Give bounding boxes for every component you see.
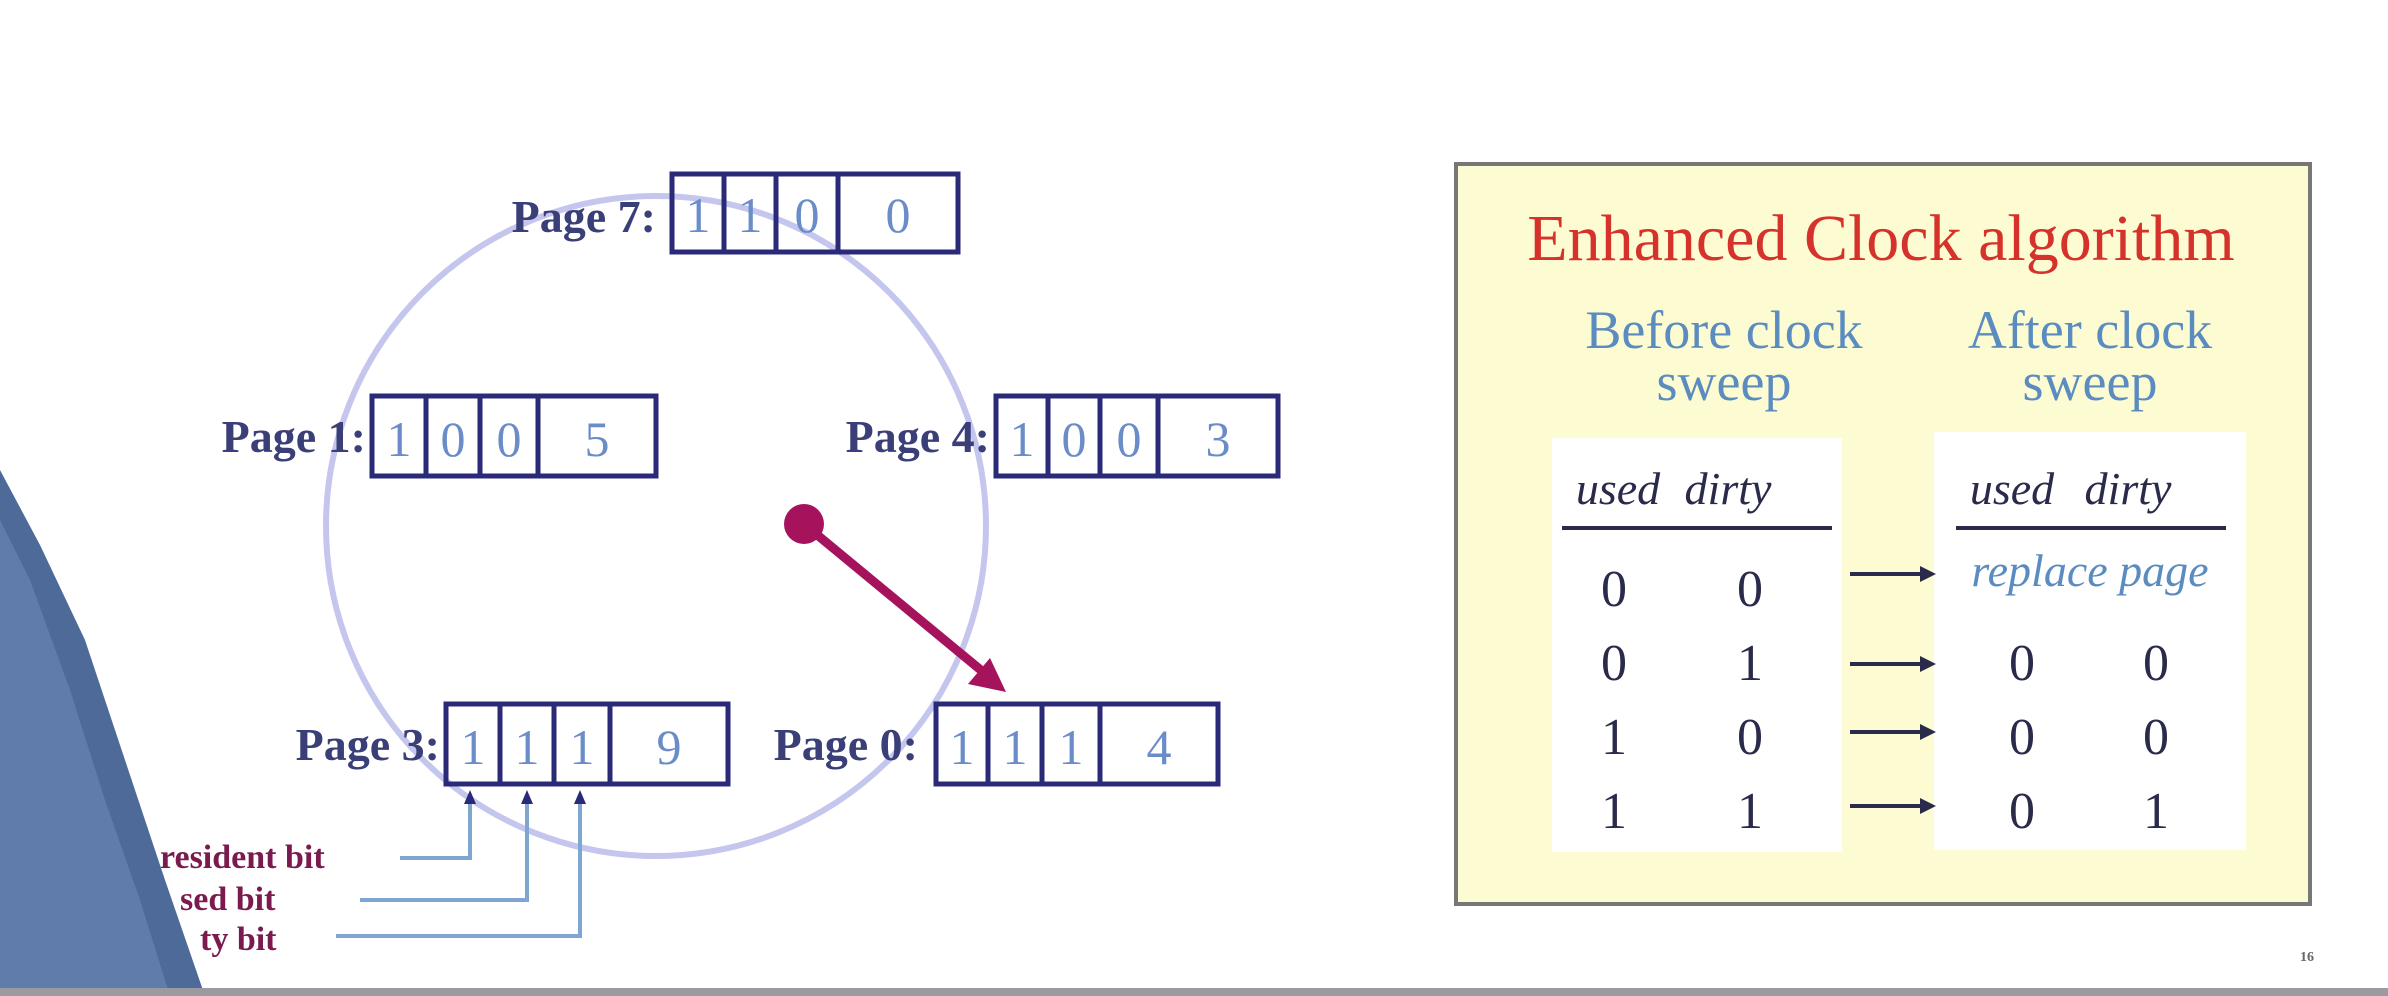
page-label-page-3: Page 3: xyxy=(296,719,440,770)
after-row-3-dirty: 0 xyxy=(2143,709,2169,766)
replace-page-label: replace page xyxy=(1971,545,2208,596)
page-label-page-4: Page 4: xyxy=(846,411,990,462)
before-row-4-dirty: 1 xyxy=(1737,783,1763,840)
before-row-1-dirty: 0 xyxy=(1737,561,1763,618)
before-row-3-used: 1 xyxy=(1601,709,1627,766)
page-entry-page-1: 1 0 0 5 xyxy=(369,393,659,479)
bit-legend-pointers xyxy=(336,796,582,938)
legend-dirty-bit: ty bit xyxy=(200,921,277,958)
page-bit-dirty: 0 xyxy=(795,187,820,243)
clock-ring xyxy=(323,193,989,859)
page-label-page-7: Page 7: xyxy=(512,191,656,242)
clock-hand xyxy=(784,504,1006,692)
after-row-2-used: 0 xyxy=(2009,635,2035,692)
background-shape-highlight xyxy=(0,520,170,996)
after-row-4-dirty: 1 xyxy=(2143,783,2169,840)
before-row-3-dirty: 0 xyxy=(1737,709,1763,766)
slide-page-number: 16 xyxy=(2300,950,2314,965)
after-heading-line-1: After clock xyxy=(1968,300,2212,360)
page-bit-resident: 1 xyxy=(387,411,412,467)
after-header-dirty: dirty xyxy=(2085,463,2172,514)
page-bit-used: 1 xyxy=(738,187,763,243)
page-bit-dirty: 0 xyxy=(497,411,522,467)
transition-arrows xyxy=(1850,566,1936,814)
page-label-page-0: Page 0: xyxy=(774,719,918,770)
before-row-4-used: 1 xyxy=(1601,783,1627,840)
after-table xyxy=(1934,432,2246,850)
page-bit-used: 1 xyxy=(1003,719,1028,775)
slide-bottom-rule xyxy=(0,988,2388,996)
before-row-2-dirty: 1 xyxy=(1737,635,1763,692)
before-header-used: used xyxy=(1576,463,1661,514)
page-frame-number: 9 xyxy=(657,719,682,775)
page-bit-resident: 1 xyxy=(1010,411,1035,467)
page-entry-page-3: 1 1 1 9 xyxy=(443,701,731,787)
page-bit-used: 0 xyxy=(1062,411,1087,467)
panel-title: Enhanced Clock algorithm xyxy=(1527,202,2234,275)
page-entry-page-0: 1 1 1 4 xyxy=(933,701,1221,787)
page-bit-resident: 1 xyxy=(686,187,711,243)
before-table xyxy=(1552,438,1842,852)
page-label-page-1: Page 1: xyxy=(222,411,366,462)
page-entry-page-4: 1 0 0 3 xyxy=(993,393,1281,479)
after-header-used: used xyxy=(1970,463,2055,514)
before-row-1-used: 0 xyxy=(1601,561,1627,618)
page-frame-number: 0 xyxy=(886,187,911,243)
page-entry-page-7: 1 1 0 0 xyxy=(669,171,961,255)
page-frame-number: 4 xyxy=(1147,719,1172,775)
before-header-dirty: dirty xyxy=(1685,463,1772,514)
legend-used-bit: sed bit xyxy=(180,881,276,918)
after-row-3-used: 0 xyxy=(2009,709,2035,766)
before-row-2-used: 0 xyxy=(1601,635,1627,692)
page-bit-dirty: 1 xyxy=(570,719,595,775)
after-heading-line-2: sweep xyxy=(2023,352,2158,412)
page-bit-used: 0 xyxy=(441,411,466,467)
legend-resident-bit: resident bit xyxy=(160,839,325,876)
after-row-4-used: 0 xyxy=(2009,783,2035,840)
page-bit-resident: 1 xyxy=(950,719,975,775)
page-bit-used: 1 xyxy=(515,719,540,775)
page-frame-number: 5 xyxy=(585,411,610,467)
page-bit-dirty: 1 xyxy=(1059,719,1084,775)
page-bit-resident: 1 xyxy=(461,719,486,775)
after-row-2-dirty: 0 xyxy=(2143,635,2169,692)
page-bit-dirty: 0 xyxy=(1117,411,1142,467)
before-heading-line-1: Before clock xyxy=(1585,300,1862,360)
before-heading-line-2: sweep xyxy=(1657,352,1792,412)
bit-legend-arrowheads xyxy=(464,790,586,804)
page-frame-number: 3 xyxy=(1206,411,1231,467)
